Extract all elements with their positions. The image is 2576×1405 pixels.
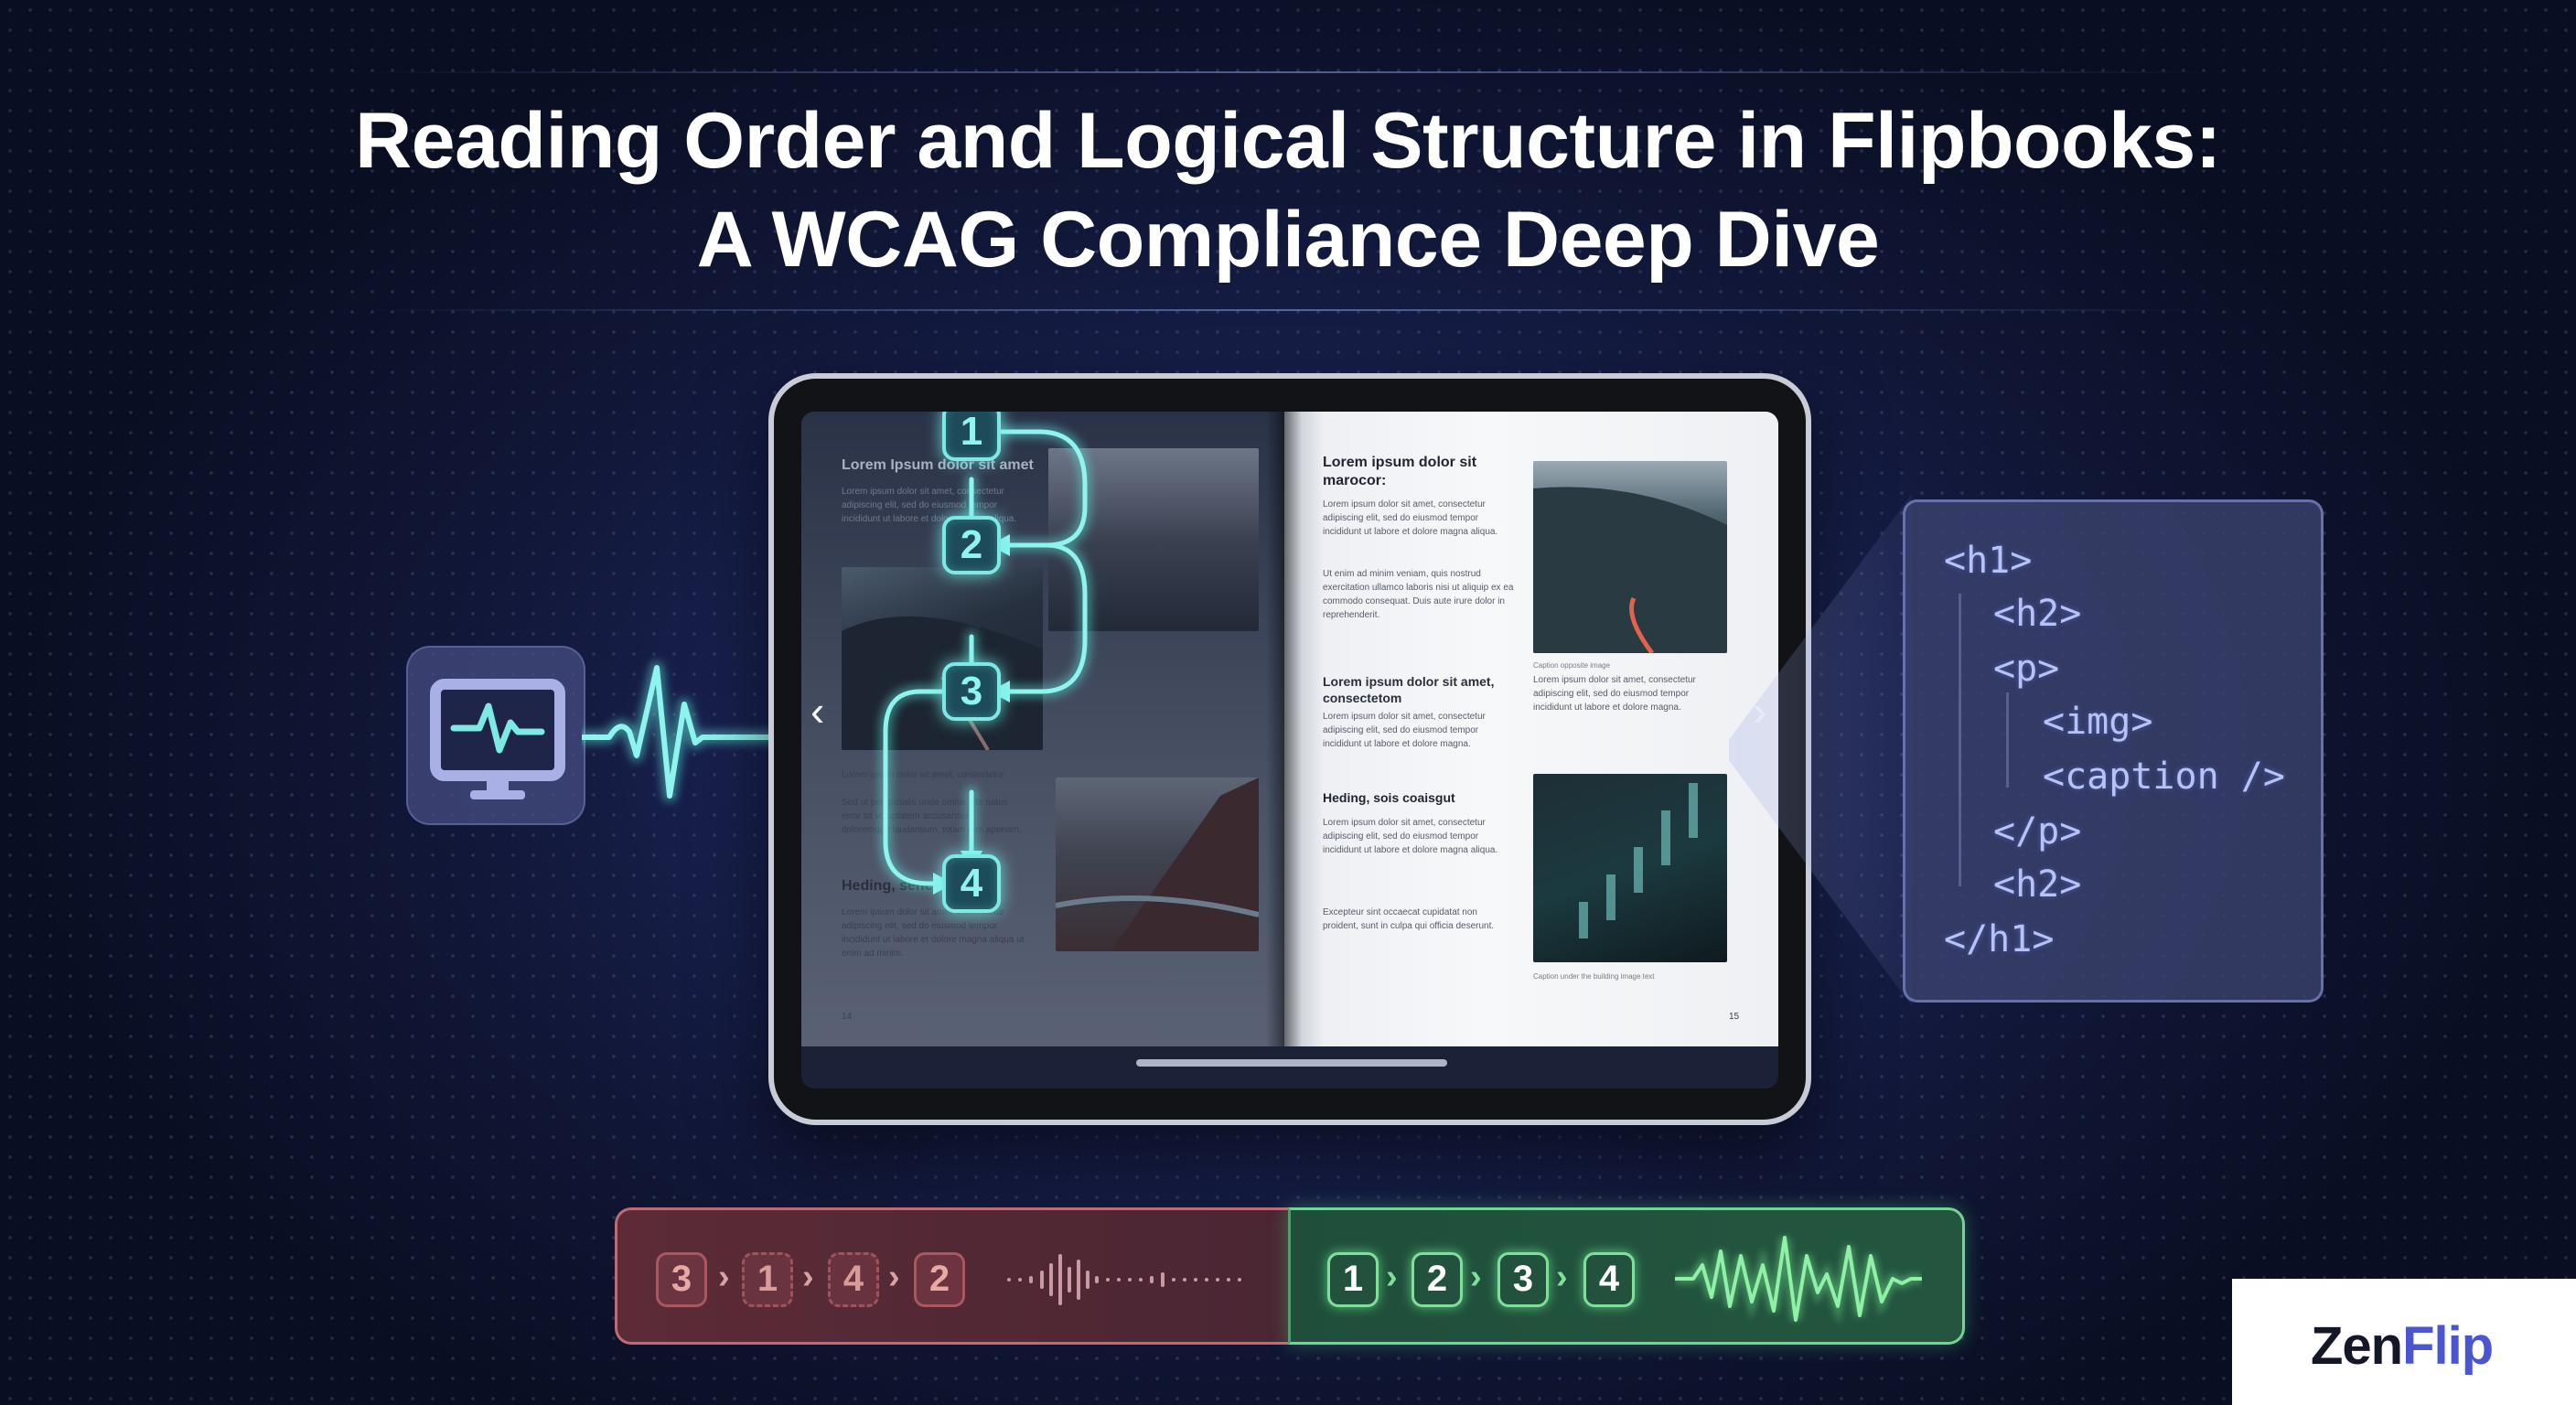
flipbook-screen: Lorem Ipsum dolor sit amet Lorem ipsum d… [801, 412, 1778, 1089]
right-page-para-2: Ut enim ad minim veniam, quis nostrud ex… [1323, 569, 1514, 620]
good-separator-1: › [1386, 1258, 1398, 1296]
right-page-para-3: Lorem ipsum dolor sit amet, consectetur … [1323, 712, 1486, 749]
left-image-caption: Lorem ipsum dolor sit amet, consectetur [842, 770, 1004, 780]
incorrect-reading-order-panel: 3 › 1 › 4 › 2 [615, 1207, 1290, 1345]
logo-text-zen: Zen [2311, 1316, 2403, 1376]
good-order-chip-1: 1 [1327, 1252, 1379, 1307]
left-mountain-image [1056, 778, 1259, 951]
right-page-para-5: Excepteur sint occaecat cupidatat non pr… [1323, 907, 1495, 931]
title-line-2: A WCAG Compliance Deep Dive [696, 196, 1880, 284]
left-page-heading: Lorem Ipsum dolor sit amet [842, 457, 1034, 473]
right-side-text: Lorem ipsum dolor sit amet, consectetur … [1533, 675, 1696, 713]
right-page-heading-2: Lorem ipsum dolor sit amet, consectetom [1323, 674, 1495, 705]
right-page-para-1: Lorem ipsum dolor sit amet, consectetur … [1323, 499, 1498, 537]
reading-order-flow-arrows [879, 425, 1091, 895]
code-caption: <caption /> [2043, 756, 2285, 798]
code-h1-close: </h1> [1944, 918, 2055, 960]
right-page-heading: Lorem ipsum dolor sit marocor: [1323, 455, 1477, 488]
good-separator-2: › [1470, 1258, 1482, 1296]
right-page-number: 15 [1729, 1012, 1740, 1022]
bad-separator-3: › [888, 1258, 900, 1296]
title-line-1: Reading Order and Logical Structure in F… [355, 97, 2221, 185]
reading-step-1: 1 [942, 412, 1001, 461]
correct-reading-order-panel: 1 › 2 › 3 › 4 [1288, 1207, 1965, 1345]
reading-step-4: 4 [942, 854, 1001, 913]
right-caption-2: Caption under the building image text [1533, 972, 1655, 981]
tablet-bottom-bar [801, 1046, 1778, 1089]
bad-separator-2: › [802, 1258, 814, 1296]
brand-logo-box: ZenFlip [2232, 1279, 2576, 1405]
good-order-chip-4: 4 [1583, 1252, 1635, 1307]
left-page-number: 14 [842, 1012, 853, 1022]
audio-waveform-icon [582, 661, 774, 802]
book-spine [1266, 412, 1303, 1046]
prev-page-arrow[interactable]: ‹ [810, 687, 825, 735]
broken-audio-waveform-icon [1007, 1254, 1241, 1305]
tree-guide-level-1 [1959, 594, 1961, 886]
next-page-arrow[interactable]: › [1753, 686, 1766, 735]
bad-separator-1: › [718, 1258, 730, 1296]
code-p-close: </p> [1993, 810, 2082, 853]
left-page-body-2: Lorem ipsum dolor sit amet, consectetur … [842, 907, 1025, 959]
reading-step-2: 2 [942, 516, 1001, 574]
tablet-flipbook: Lorem Ipsum dolor sit amet Lorem ipsum d… [768, 373, 1811, 1125]
zenflip-logo: ZenFlip [2311, 1315, 2494, 1377]
bad-order-chip-3: 4 [828, 1252, 879, 1307]
clear-audio-waveform-icon [1675, 1236, 1922, 1325]
code-h2-second: <h2> [1993, 863, 2082, 906]
right-page-heading-3: Heding, sois coaisgut [1323, 790, 1455, 805]
screen-reader-monitor-icon [406, 646, 585, 825]
code-p-open: <p> [1993, 648, 2060, 690]
good-separator-3: › [1556, 1258, 1568, 1296]
bad-order-chip-1: 3 [656, 1252, 707, 1307]
good-order-chip-2: 2 [1411, 1252, 1463, 1307]
code-h1-open: <h1> [1944, 540, 2033, 582]
tree-guide-level-2 [2006, 692, 2009, 788]
page-title: Reading Order and Logical Structure in F… [0, 91, 2576, 289]
right-hill-road-image [1533, 461, 1727, 653]
right-page-para-4: Lorem ipsum dolor sit amet, consectetur … [1323, 818, 1498, 855]
left-page-intro: Lorem ipsum dolor sit amet, consectetur … [842, 487, 1017, 524]
good-order-chip-3: 3 [1497, 1252, 1549, 1307]
right-page: Lorem ipsum dolor sit marocor: Lorem ips… [1284, 412, 1778, 1046]
reading-step-3: 3 [942, 662, 1001, 721]
logo-text-flip: Flip [2402, 1316, 2494, 1376]
monitor-pulse-icon [430, 679, 565, 799]
bad-order-chip-4: 2 [914, 1252, 965, 1307]
right-building-image [1533, 774, 1727, 962]
right-caption-1: Caption opposite image [1533, 661, 1611, 670]
bad-order-chip-2: 1 [742, 1252, 793, 1307]
left-page-body: Sed ut perspiciatis unde omnis iste natu… [842, 798, 1022, 835]
code-h2-open: <h2> [1993, 593, 2082, 635]
title-divider [366, 309, 2210, 311]
html-structure-panel: <h1> <h2> <p> <img> <caption /> </p> <h2… [1903, 499, 2324, 1003]
top-divider [366, 71, 2210, 73]
code-img: <img> [2043, 701, 2153, 743]
home-indicator[interactable] [1136, 1059, 1447, 1067]
